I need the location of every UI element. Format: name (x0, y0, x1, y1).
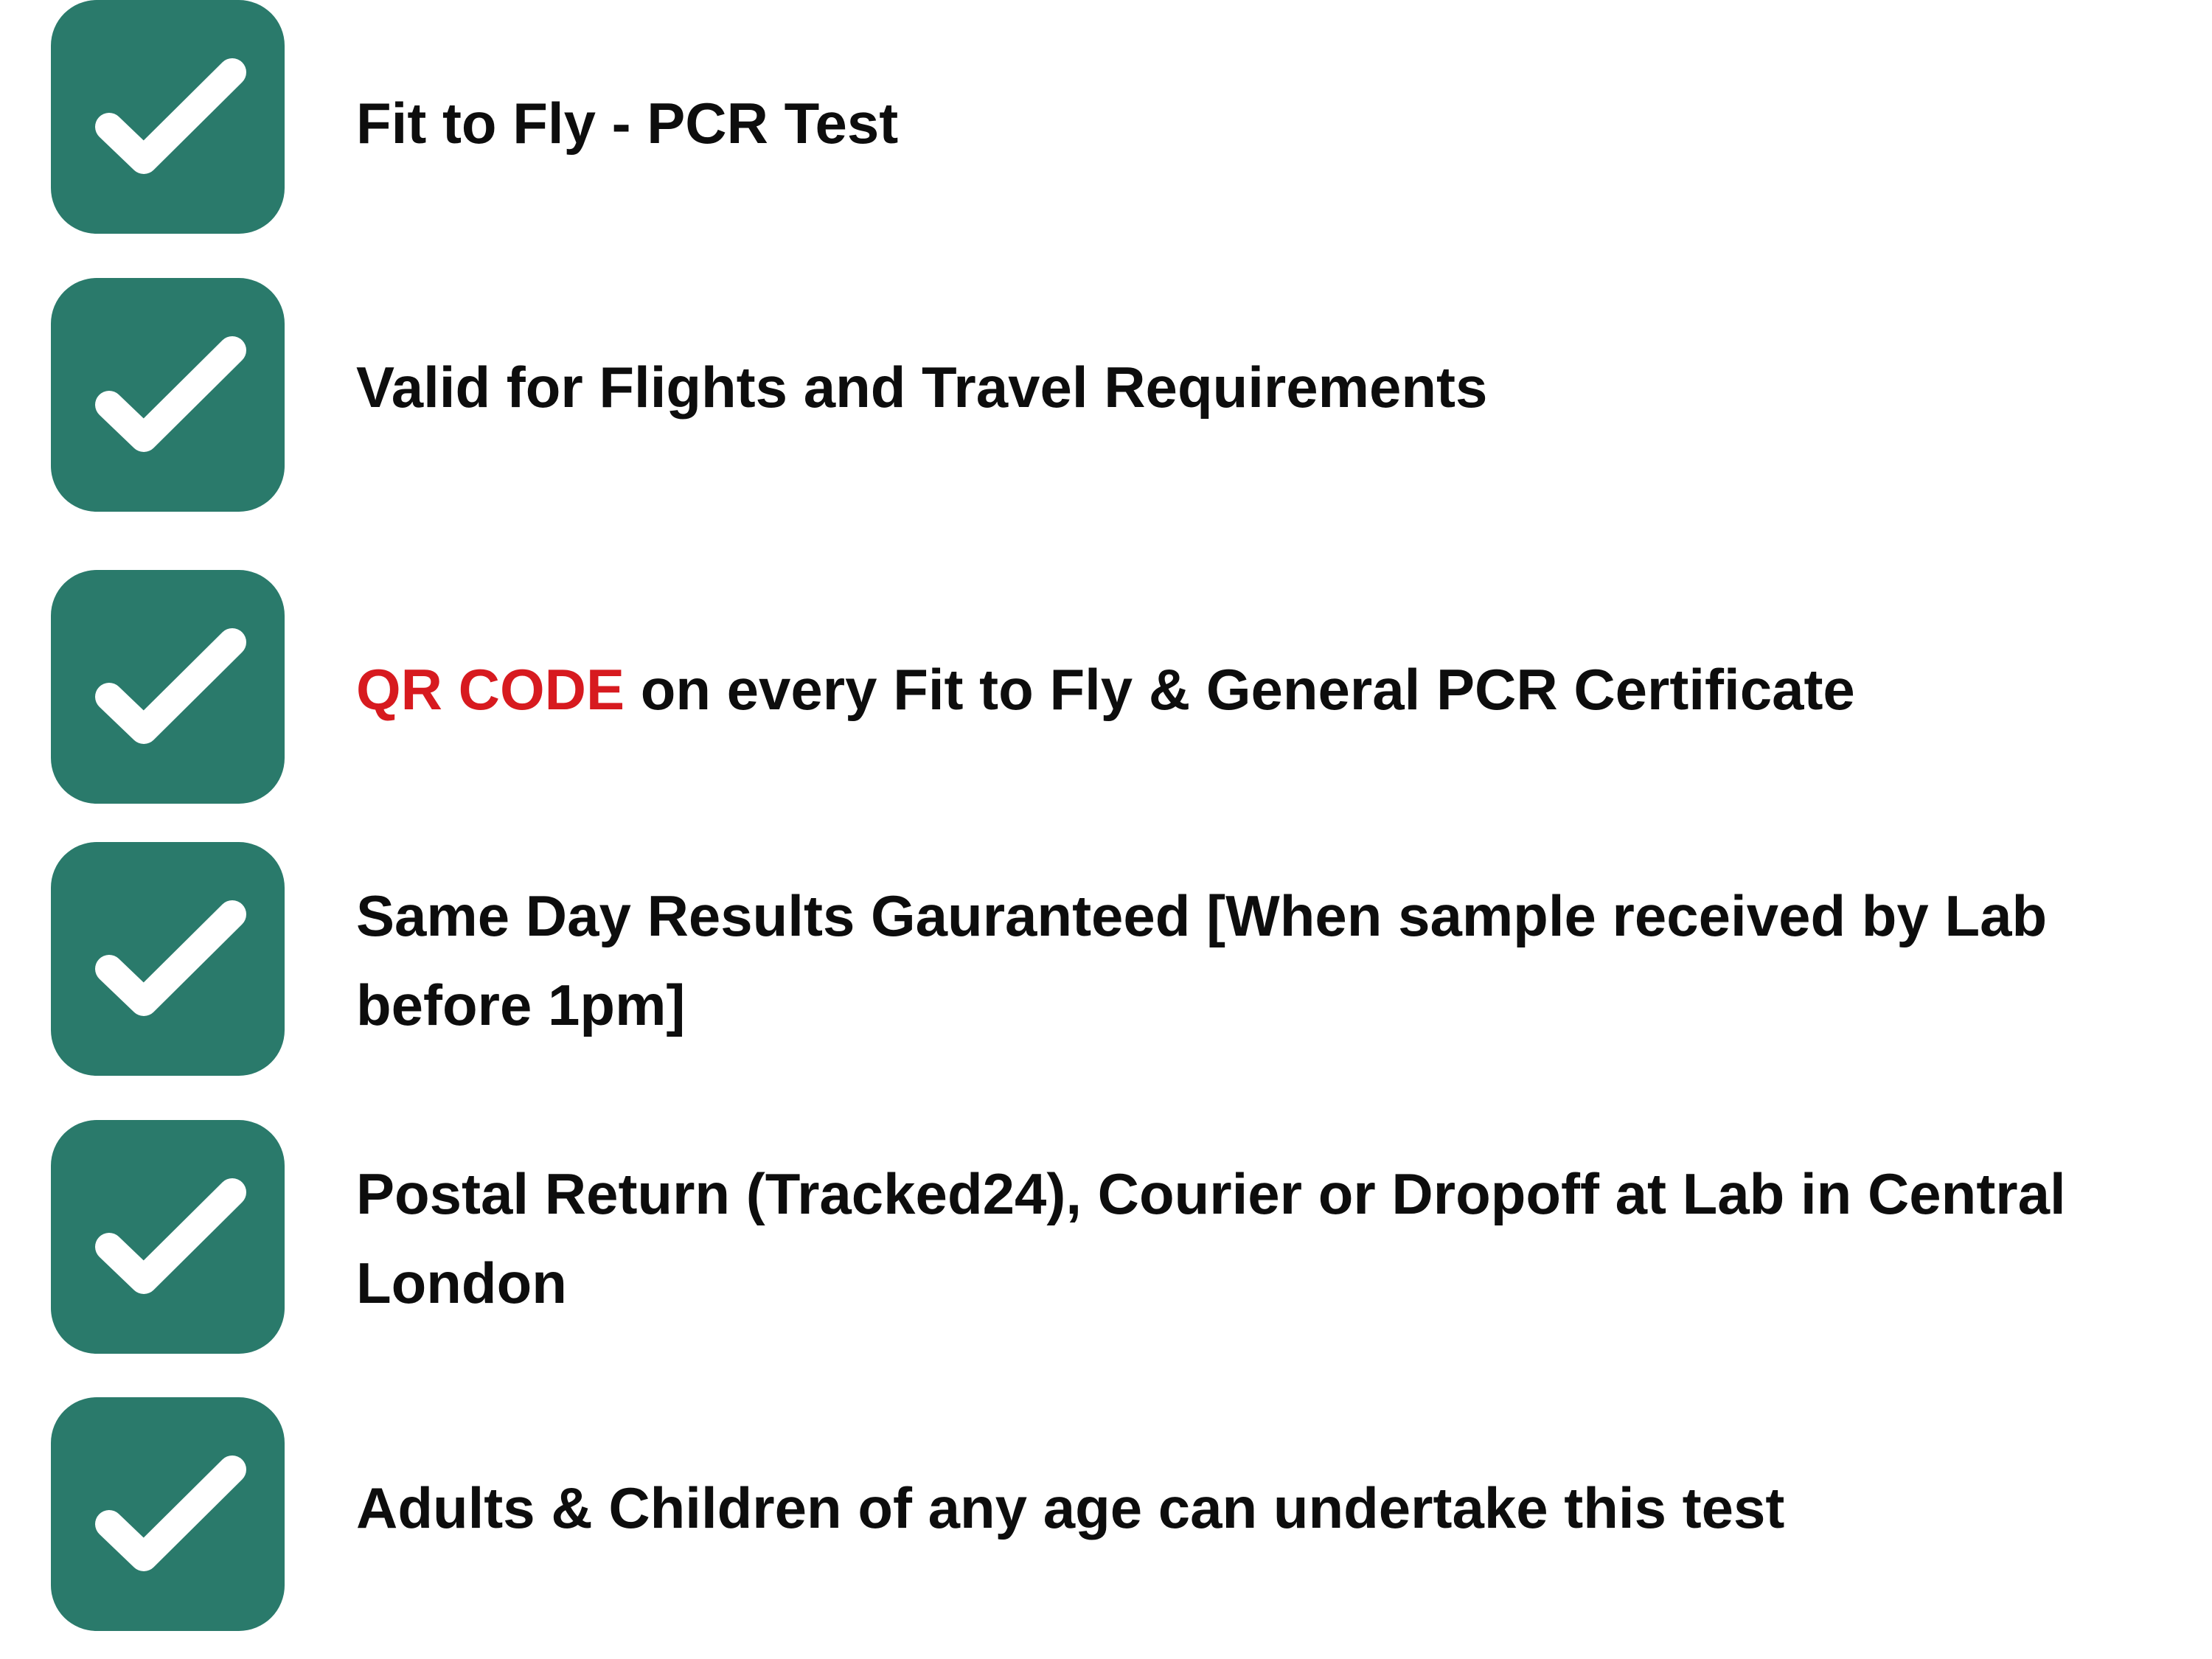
checkmark-icon (51, 0, 285, 234)
checkmark-icon (51, 570, 285, 804)
checklist-item-text: Same Day Results Gauranteed [When sample… (356, 883, 2048, 948)
checklist-item-label: Postal Return (Tracked24), Courier or Dr… (356, 1150, 2199, 1328)
checklist-item-text-continued: before 1pm] (356, 973, 686, 1037)
qr-code-highlight: QR CODE (356, 657, 625, 722)
checklist-item-label: Fit to Fly - PCR Test (356, 79, 2199, 168)
checkmark-icon (51, 1120, 285, 1354)
checklist-item-text: Fit to Fly - PCR Test (356, 91, 899, 156)
checkmark-icon (51, 278, 285, 512)
checklist-item-text-continued: London (356, 1251, 567, 1315)
checkmark-icon (51, 842, 285, 1076)
checklist-item-text: Postal Return (Tracked24), Courier or Dr… (356, 1161, 2066, 1226)
checklist-item-text: on every Fit to Fly & General PCR Certif… (625, 657, 1855, 722)
checklist-item-label: Adults & Children of any age can underta… (356, 1464, 2199, 1553)
checklist-item-label: Valid for Flights and Travel Requirement… (356, 343, 2199, 432)
checklist-item-text: Valid for Flights and Travel Requirement… (356, 355, 1488, 420)
checklist-item-label: QR CODE on every Fit to Fly & General PC… (356, 645, 2199, 734)
checklist-item-label: Same Day Results Gauranteed [When sample… (356, 872, 2199, 1050)
checkmark-icon (51, 1397, 285, 1631)
checklist-item-text: Adults & Children of any age can underta… (356, 1475, 1785, 1540)
